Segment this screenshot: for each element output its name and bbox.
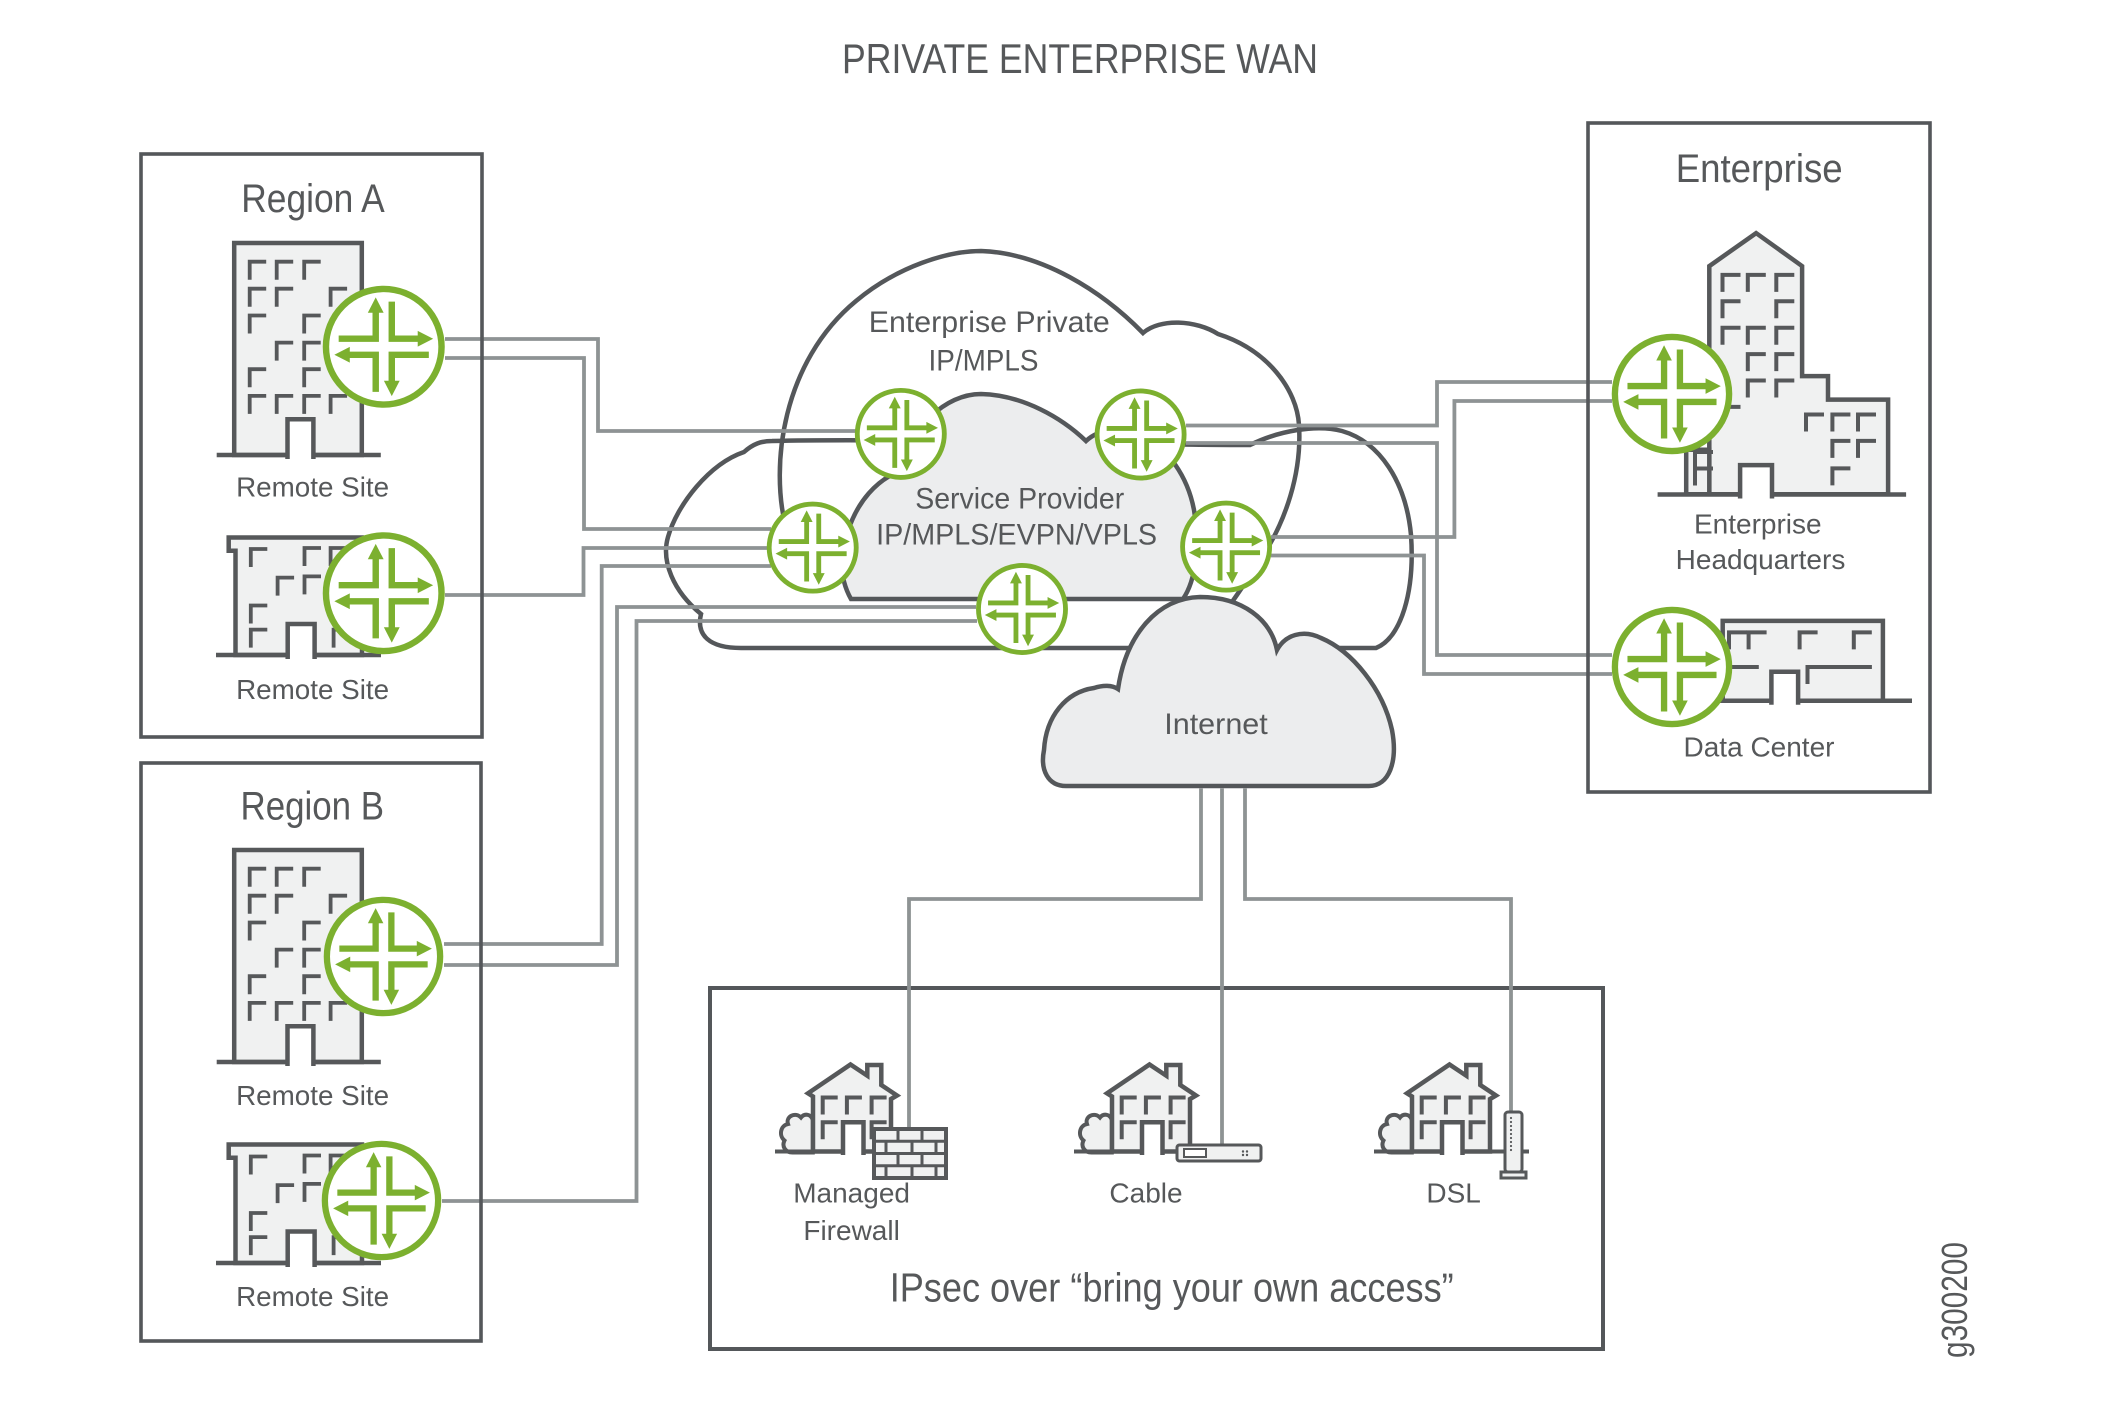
svg-text:Remote Site: Remote Site bbox=[236, 1281, 389, 1312]
svg-text:Enterprise: Enterprise bbox=[1676, 147, 1843, 191]
svg-text:Managed: Managed bbox=[793, 1177, 910, 1208]
svg-text:Data Center: Data Center bbox=[1684, 731, 1835, 762]
svg-text:Headquarters: Headquarters bbox=[1676, 544, 1846, 575]
svg-text:IP/MPLS/EVPN/VPLS: IP/MPLS/EVPN/VPLS bbox=[876, 519, 1157, 552]
svg-text:PRIVATE ENTERPRISE WAN: PRIVATE ENTERPRISE WAN bbox=[842, 35, 1318, 82]
svg-text:Remote Site: Remote Site bbox=[236, 1080, 389, 1111]
svg-text:Remote Site: Remote Site bbox=[236, 471, 389, 502]
svg-text:g300200: g300200 bbox=[1934, 1242, 1975, 1358]
svg-text:Enterprise Private: Enterprise Private bbox=[869, 306, 1110, 339]
svg-text:Region A: Region A bbox=[241, 177, 385, 221]
svg-text:Internet: Internet bbox=[1164, 708, 1268, 741]
svg-text:Enterprise: Enterprise bbox=[1694, 509, 1822, 540]
svg-text:Service Provider: Service Provider bbox=[915, 482, 1124, 515]
svg-text:Firewall: Firewall bbox=[803, 1215, 899, 1246]
svg-text:IPsec over “bring your own acc: IPsec over “bring your own access” bbox=[890, 1265, 1454, 1311]
svg-text:IP/MPLS: IP/MPLS bbox=[929, 345, 1039, 378]
svg-text:DSL: DSL bbox=[1426, 1177, 1480, 1208]
svg-text:Cable: Cable bbox=[1109, 1177, 1182, 1208]
svg-text:Region B: Region B bbox=[241, 785, 385, 829]
svg-text:Remote Site: Remote Site bbox=[236, 674, 389, 705]
